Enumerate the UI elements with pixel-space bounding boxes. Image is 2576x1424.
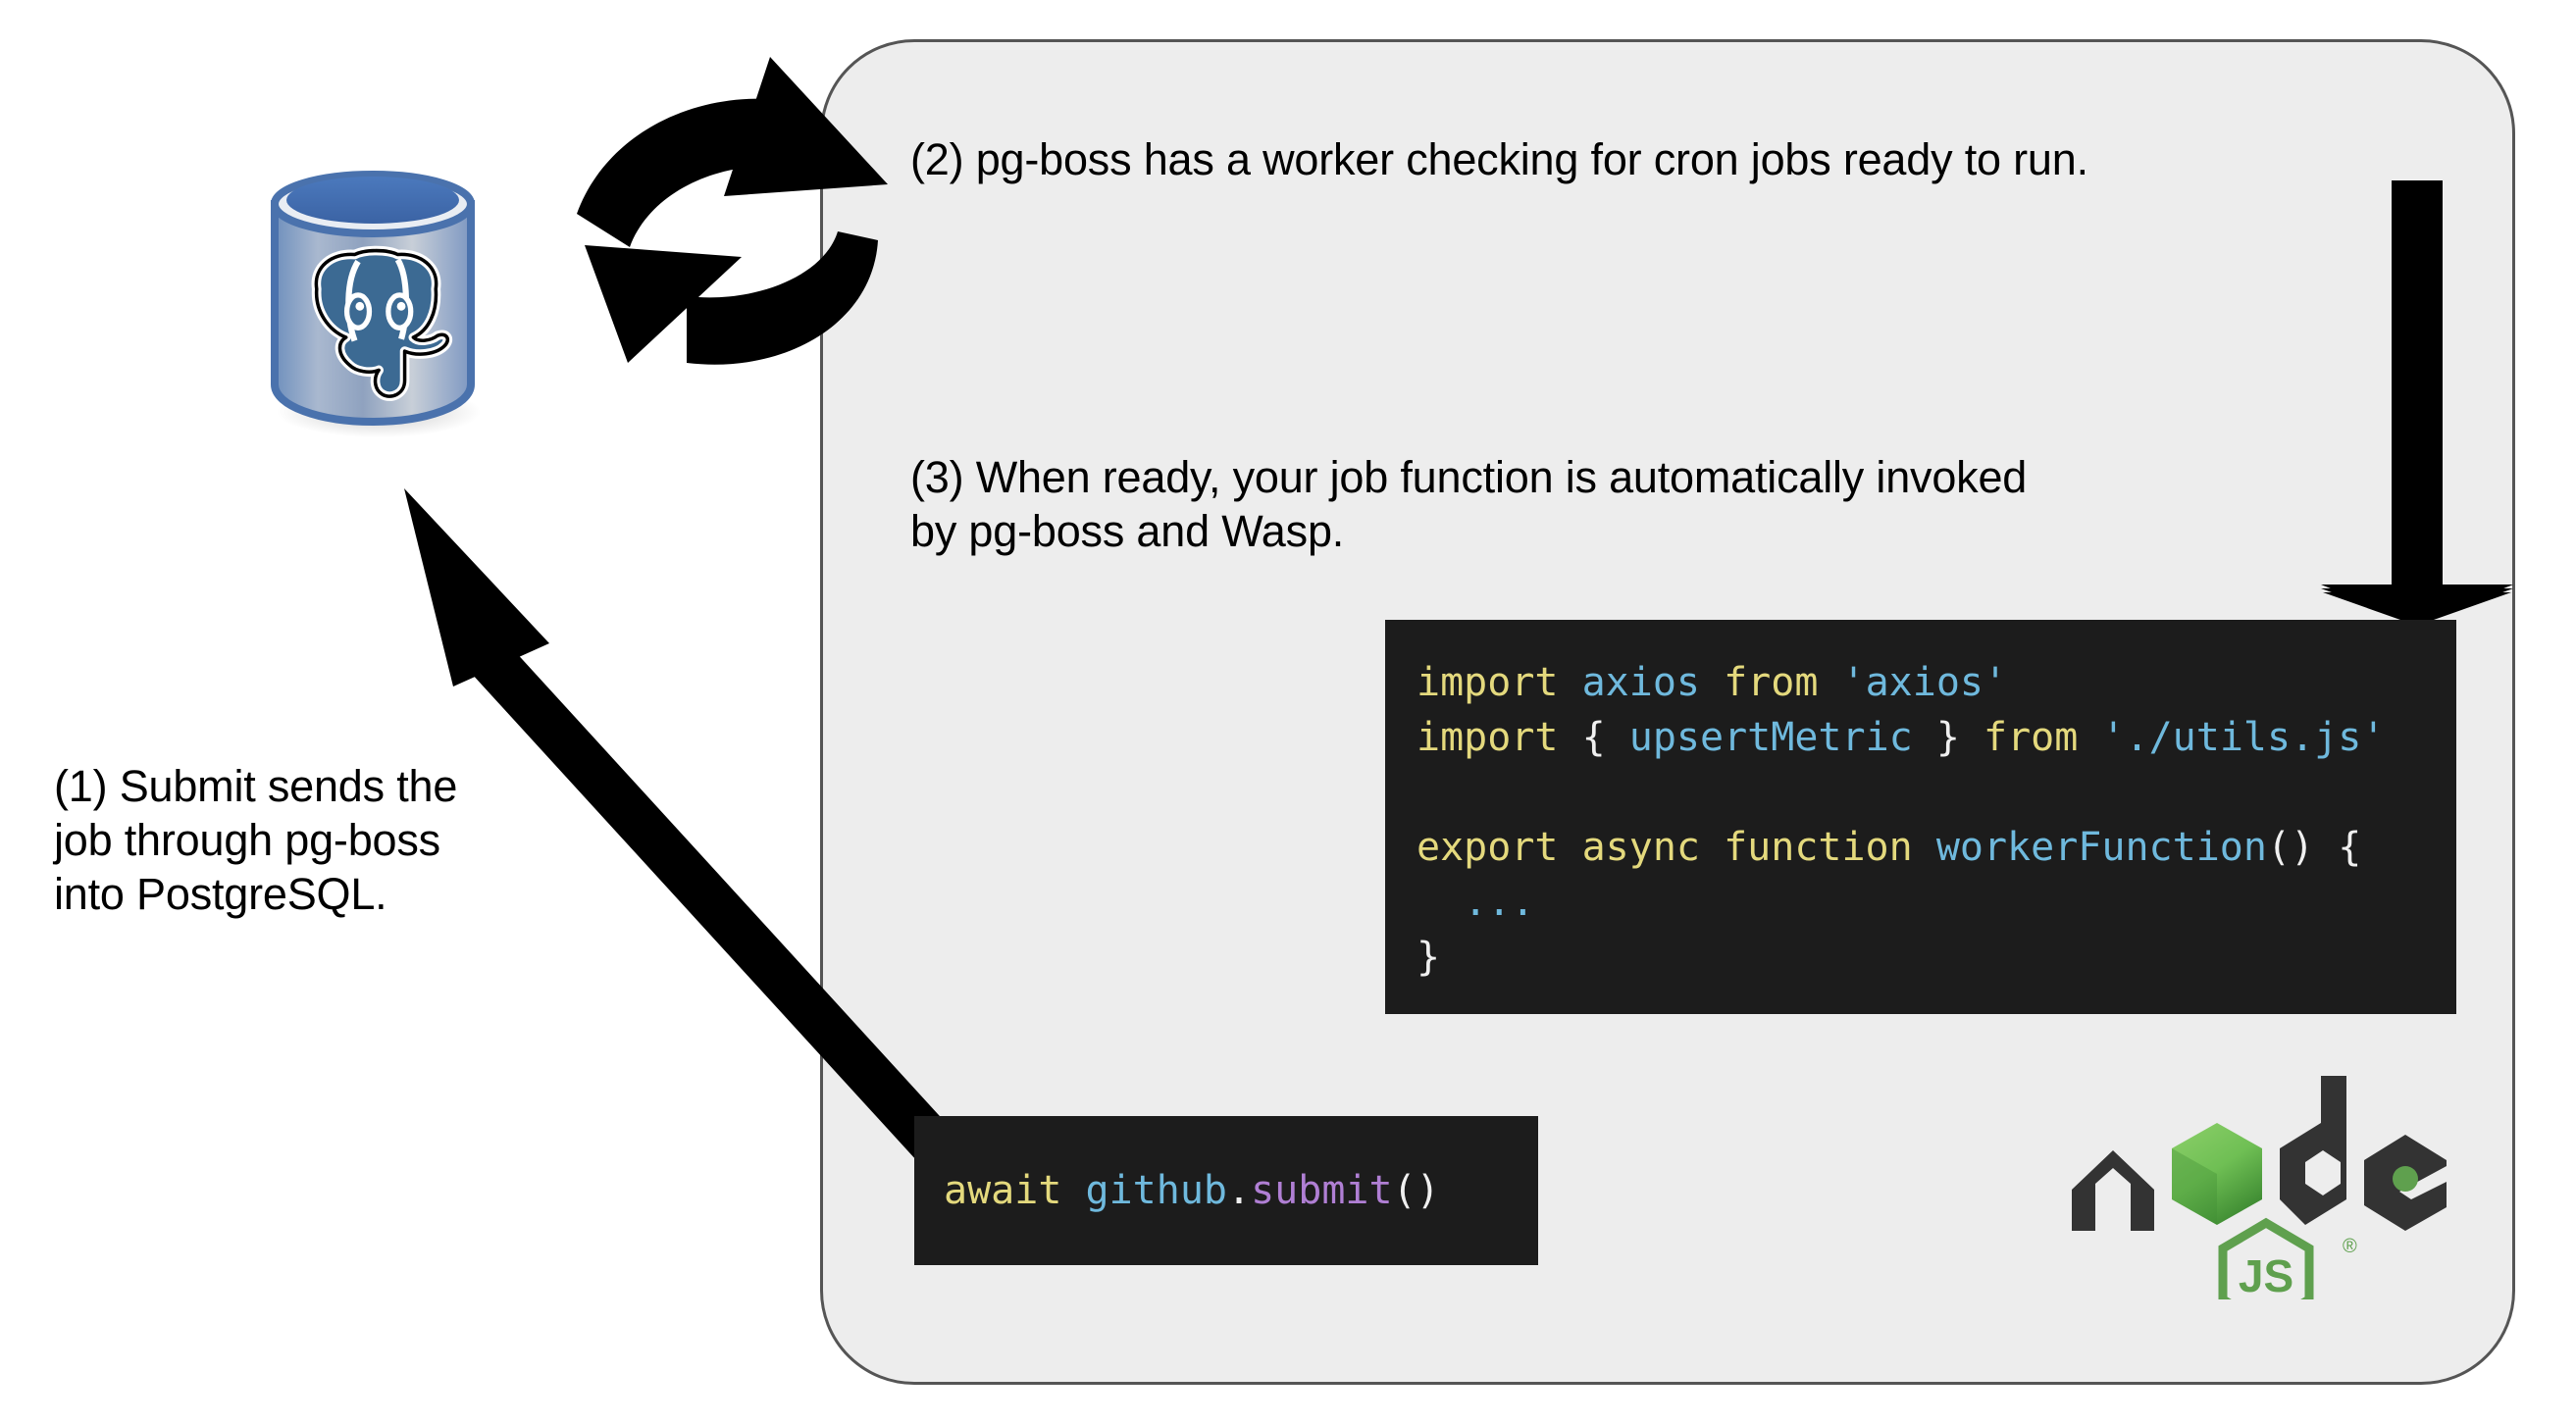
code-token: submit [1251, 1168, 1393, 1213]
annotation-step-2: (2) pg-boss has a worker checking for cr… [910, 134, 2088, 184]
code-token: . [1227, 1168, 1252, 1213]
code-token: github [1085, 1168, 1228, 1213]
nodejs-logo: JS ® [2070, 1074, 2462, 1331]
annotation-step-1: (1) Submit sends the job through pg-boss… [54, 761, 458, 919]
submit-call-code-block: await github.submit() [914, 1116, 1538, 1265]
code-token: import [1417, 660, 1582, 705]
nodejs-badge-text: JS [2239, 1250, 2293, 1299]
code-token: workerFunction [1935, 825, 2267, 870]
code-token: import [1417, 715, 1582, 760]
annotation-step-3: (3) When ready, your job function is aut… [910, 452, 2028, 556]
code-token: ... [1417, 880, 1535, 925]
code-token: } [1417, 935, 1441, 980]
code-token: upsertMetric [1628, 715, 1936, 760]
code-token: './utils.js' [2101, 715, 2386, 760]
code-token: await [944, 1168, 1086, 1213]
code-token: from [1984, 715, 2102, 760]
code-token: () { [2266, 825, 2362, 870]
worker-function-code-block: import axios from 'axios' import { upser… [1385, 620, 2456, 1014]
code-token: () [1392, 1168, 1440, 1213]
code-token: } [1935, 715, 1984, 760]
registered-trademark-icon: ® [2343, 1236, 2357, 1257]
code-token: { [1581, 715, 1629, 760]
code-token: from [1724, 660, 1842, 705]
code-token: axios [1581, 660, 1725, 705]
code-token: export async function [1417, 825, 1936, 870]
code-token: 'axios' [1841, 660, 2008, 705]
postgresql-database-icon [263, 165, 489, 439]
